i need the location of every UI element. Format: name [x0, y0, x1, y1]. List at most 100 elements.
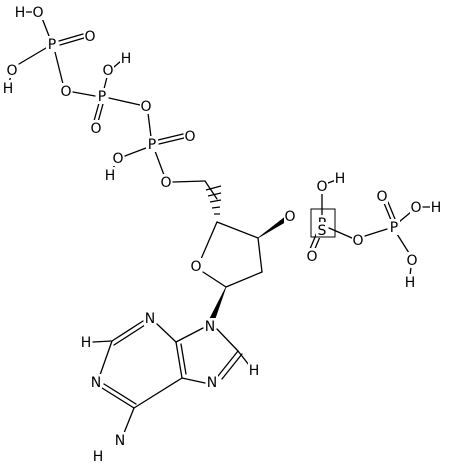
atom-o1: O [32, 5, 43, 21]
atom-bg-n5 [114, 432, 126, 448]
bond-p2-o5-b [97, 103, 104, 123]
atom-bg-n4 [90, 374, 102, 390]
bond-p3-o7-b [158, 137, 185, 145]
bonds [8, 11, 432, 434]
atom-bg-o10 [190, 258, 202, 274]
atom-o11: O [284, 209, 295, 225]
atom-o9: O [160, 175, 171, 191]
atom-bg-p2 [96, 88, 108, 104]
atom-o10: O [190, 259, 201, 275]
atom-bg-h9 [248, 362, 260, 378]
atom-bg-h1 [14, 4, 26, 20]
atom-bg-o13 [306, 248, 318, 264]
atom-bg-n1 [204, 318, 216, 334]
bond-n9-c8 [216, 328, 239, 352]
atom-bg-o8 [112, 150, 124, 166]
atom-bg-h3a [92, 448, 104, 463]
atom-bg-n3 [144, 310, 156, 326]
bond-c8-n7-b [221, 353, 243, 380]
atom-bg-p3 [146, 136, 158, 152]
p4-box [310, 208, 336, 238]
atom-h2: H [3, 81, 14, 97]
atom-o2: O [6, 63, 17, 79]
atom-bg-o16 [410, 199, 422, 215]
atom-bg-h12 [334, 170, 346, 186]
atom-n2: N [207, 375, 217, 391]
bond-p3-o9 [154, 150, 165, 176]
atom-bg-o17 [406, 252, 418, 268]
atom-p3: P [148, 137, 156, 153]
atom-o8: O [112, 151, 123, 167]
bond-o14-p5 [364, 228, 388, 237]
atom-o3: O [60, 84, 71, 100]
atom-o4: O [102, 63, 113, 79]
atom-o6: O [140, 99, 151, 115]
bond-c4-o10 [200, 221, 218, 260]
atom-h16: H [431, 200, 442, 216]
atom-p2: P [98, 89, 106, 105]
atom-h3a: H [93, 449, 104, 463]
bond-c5-c4p-b [180, 343, 187, 375]
bond-c5-c4 [204, 180, 218, 200]
atom-h1: H [15, 5, 26, 21]
atom-h12: H [335, 171, 346, 187]
atom-h8: H [105, 168, 116, 184]
bond-p1-o1b-b [59, 37, 85, 46]
bond-p1-o3 [54, 51, 64, 85]
atom-bg-o9 [160, 174, 172, 190]
atom-p5: P [390, 220, 398, 236]
atom-o14: O [352, 233, 363, 249]
bond-n3-c2-a [111, 320, 144, 342]
atom-bg-p1 [46, 36, 58, 52]
bond-p3-o7-a [157, 133, 184, 141]
bond-o10-c1 [202, 271, 227, 288]
hash-c4-c5 [205, 185, 222, 215]
bond-o1-p1 [41, 17, 50, 37]
atom-bg-o6 [140, 98, 152, 114]
atom-h4: H [121, 51, 132, 67]
atom-n3: N [145, 311, 155, 327]
bond-o4-h4 [113, 60, 122, 68]
bond-p3-o8 [124, 147, 147, 157]
atom-o13: O [306, 249, 317, 265]
bond-c8-n7-a [217, 350, 239, 377]
atom-bg-n2 [206, 374, 218, 390]
atom-o12: O [316, 179, 327, 195]
atom-o5: O [90, 121, 101, 137]
bond-o3-p2 [72, 91, 96, 97]
bond-p5-o17 [396, 233, 410, 254]
atom-h10: H [81, 335, 92, 351]
atom-bg-s1 [316, 222, 328, 238]
atom-bg-h16 [430, 199, 442, 215]
bond-p4-o14 [328, 227, 353, 239]
bond-c2-c3 [257, 237, 263, 273]
atom-bg-o14 [352, 232, 364, 248]
bond-c4p-n3 [156, 323, 177, 343]
atom-h17: H [405, 275, 416, 291]
atom-o1b: O [84, 29, 95, 45]
atom-bg-o5 [90, 120, 102, 136]
atom-bg-o15 [376, 188, 388, 204]
atom-bg-o11 [284, 208, 296, 224]
bond-c4p-n9 [175, 327, 204, 343]
wedge-c1-n9 [208, 286, 227, 323]
bond-n1-c6-a [101, 387, 135, 409]
atom-o15: O [376, 189, 387, 205]
atom-h9: H [249, 363, 260, 379]
atom-bg-o1b [84, 28, 96, 44]
wedge-c3-o11 [257, 216, 288, 239]
bond-c3-c4 [216, 221, 259, 239]
atom-o16: O [410, 200, 421, 216]
bond-n1-c6-b [103, 383, 137, 405]
bond-o6-p3 [147, 112, 152, 138]
atom-bg-o12 [316, 178, 328, 194]
bond-c5-c4p-a [175, 341, 183, 379]
atom-bg-o1 [32, 4, 44, 20]
bond-c6-n6 [123, 407, 135, 434]
bond-n7-c5 [181, 377, 206, 384]
atom-bg-h2 [2, 80, 14, 96]
atom-p1: P [48, 37, 56, 53]
atom-bg-h17 [404, 274, 416, 290]
